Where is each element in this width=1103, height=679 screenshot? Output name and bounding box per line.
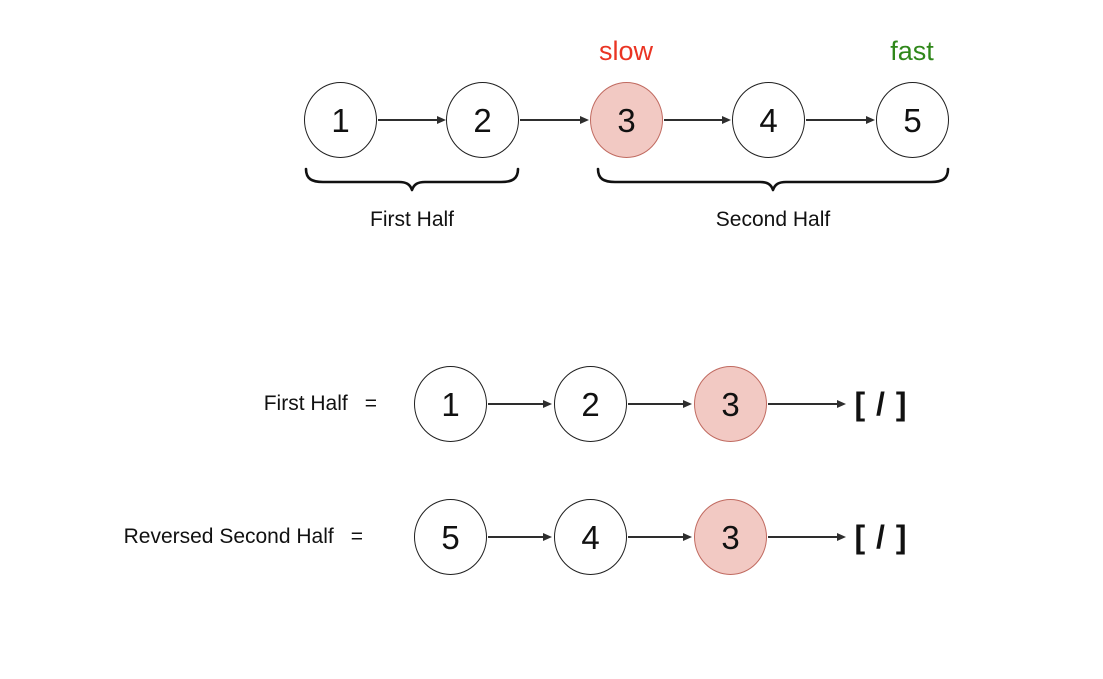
null-terminator: [ / ] [854,519,908,555]
next-pointer-arrow [520,115,589,125]
next-pointer-arrow [488,532,552,542]
reversed-node-5: 5 [414,499,487,575]
next-pointer-arrow [806,115,875,125]
equals-sign: = [364,392,377,415]
first-half-underbrace-icon [304,167,520,192]
null-pointer-arrow [768,532,846,542]
next-pointer-arrow [628,399,692,409]
null-pointer-arrow [768,399,846,409]
slow-pointer-label: slow [598,36,653,66]
first-half-equation-label: First Half = [264,391,377,417]
top-node-1: 1 [304,82,377,158]
next-pointer-arrow [488,399,552,409]
first-half-row-title: First Half [263,392,348,415]
equals-sign: = [350,525,363,548]
null-terminator: [ / ] [854,386,908,422]
first-half-node-1: 1 [414,366,487,442]
reversed-second-half-equation-label: Reversed Second Half = [124,524,363,550]
first-half-label: First Half [370,208,454,231]
top-node-5: 5 [876,82,949,158]
second-half-underbrace-icon [596,167,950,192]
next-pointer-arrow [628,532,692,542]
top-node-2: 2 [446,82,519,158]
reversed-node-3-highlighted: 3 [694,499,767,575]
second-half-label: Second Half [715,208,831,231]
first-half-node-2: 2 [554,366,627,442]
top-node-3-highlighted: 3 [590,82,663,158]
reversed-node-4: 4 [554,499,627,575]
first-half-node-3-highlighted: 3 [694,366,767,442]
fast-pointer-label: fast [890,36,934,66]
reversed-second-half-row-title: Reversed Second Half [123,525,334,548]
top-node-4: 4 [732,82,805,158]
next-pointer-arrow [378,115,446,125]
next-pointer-arrow [664,115,731,125]
